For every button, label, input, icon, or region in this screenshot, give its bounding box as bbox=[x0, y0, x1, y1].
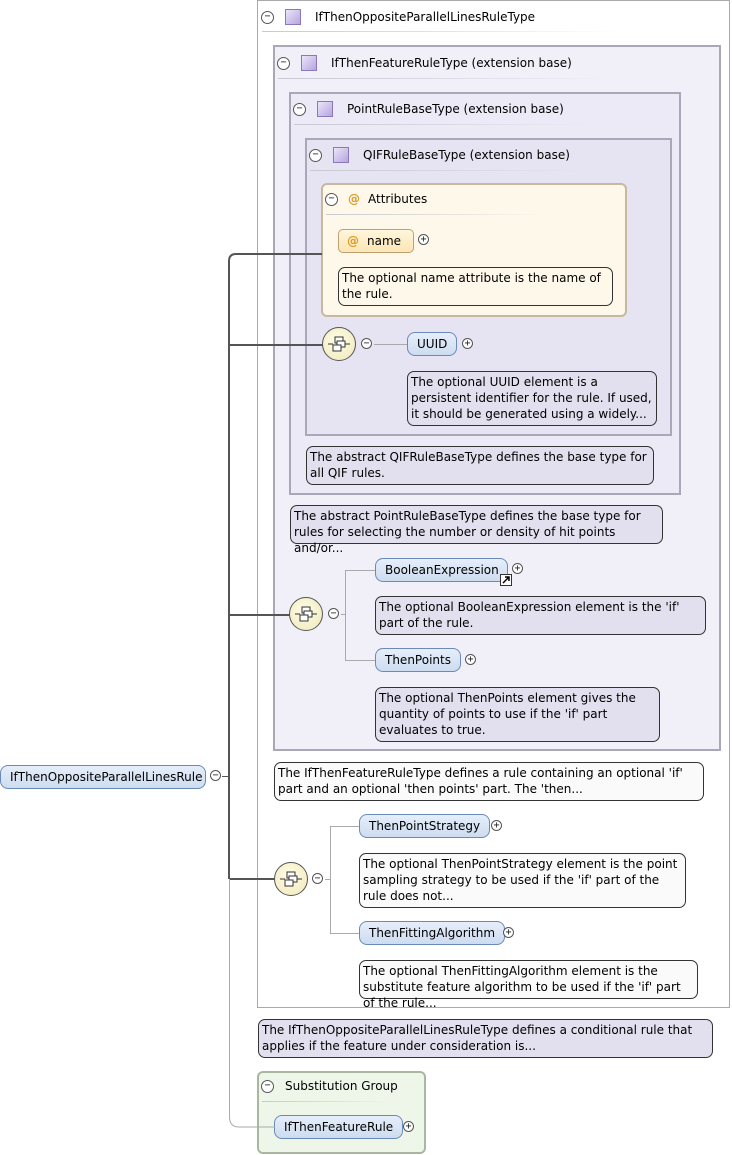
header-divider bbox=[310, 170, 590, 171]
connector bbox=[330, 826, 359, 827]
connector bbox=[345, 570, 346, 660]
at-icon: @ bbox=[348, 192, 360, 206]
header-divider bbox=[262, 31, 622, 32]
element-booleanexpression-label: BooleanExpression bbox=[385, 563, 499, 577]
plus-icon[interactable]: + bbox=[512, 563, 523, 574]
plus-icon[interactable]: + bbox=[465, 654, 476, 665]
element-ifthenoppositeparallellinesrule[interactable]: IfThenOppositeParallelLinesRule bbox=[0, 765, 206, 789]
complex-type-icon bbox=[301, 55, 317, 71]
attribute-name-label: name bbox=[367, 234, 402, 248]
element-thenpointstrategy-label: ThenPointStrategy bbox=[369, 819, 481, 833]
connector bbox=[341, 614, 346, 615]
thenfittingalgorithm-note: The optional ThenFittingAlgorithm elemen… bbox=[359, 960, 698, 1010]
element-ifthenfeaturerule[interactable]: IfThenFeatureRule bbox=[274, 1115, 404, 1139]
connector bbox=[330, 933, 359, 934]
substitution-group-header: − Substitution Group bbox=[261, 1079, 398, 1093]
minus-icon[interactable]: − bbox=[361, 338, 372, 349]
trunk-curve bbox=[228, 253, 237, 268]
substitution-group bbox=[257, 1071, 426, 1154]
plus-icon[interactable]: + bbox=[403, 1121, 414, 1132]
trunk-connector bbox=[222, 776, 229, 777]
substitution-connector bbox=[229, 879, 230, 1119]
branch-connector bbox=[236, 253, 322, 255]
minus-icon[interactable]: − bbox=[277, 56, 290, 70]
complex-type-header: − IfThenOppositeParallelLinesRuleType bbox=[261, 9, 535, 25]
pointrulebasetype-note: The abstract PointRuleBaseType defines t… bbox=[290, 505, 663, 555]
minus-icon[interactable]: − bbox=[328, 608, 339, 619]
connector bbox=[325, 879, 331, 880]
ifthenoppositeparallellinesruletype-note: The IfThenOppositeParallelLinesRuleType … bbox=[258, 1019, 713, 1058]
booleanexpression-note: The optional BooleanExpression element i… bbox=[375, 596, 706, 635]
uuid-note: The optional UUID element is a persisten… bbox=[407, 371, 657, 426]
branch-connector bbox=[229, 614, 290, 616]
plus-icon[interactable]: + bbox=[503, 927, 514, 938]
header-divider bbox=[262, 1101, 392, 1102]
minus-icon[interactable]: − bbox=[261, 1079, 274, 1093]
thenpoints-note: The optional ThenPoints element gives th… bbox=[375, 687, 660, 742]
sequence-icon bbox=[322, 327, 356, 361]
root-element-label: IfThenOppositeParallelLinesRule bbox=[10, 770, 203, 784]
trunk-connector bbox=[228, 266, 230, 879]
header-divider bbox=[278, 78, 618, 79]
connector bbox=[345, 570, 375, 571]
extension-header: − QIFRuleBaseType (extension base) bbox=[309, 147, 570, 163]
branch-connector bbox=[229, 344, 323, 346]
minus-icon[interactable]: − bbox=[293, 102, 306, 116]
name-attribute-note: The optional name attribute is the name … bbox=[338, 267, 613, 306]
element-thenpoints[interactable]: ThenPoints bbox=[375, 648, 461, 672]
extension-header: − PointRuleBaseType (extension base) bbox=[293, 101, 564, 117]
sequence-icon bbox=[274, 862, 308, 896]
substitution-curve bbox=[229, 1117, 275, 1128]
element-booleanexpression[interactable]: BooleanExpression bbox=[375, 558, 508, 582]
complex-type-icon bbox=[317, 101, 333, 117]
header-divider bbox=[294, 124, 594, 125]
element-ifthenfeaturerule-label: IfThenFeatureRule bbox=[284, 1120, 394, 1134]
minus-icon[interactable]: − bbox=[261, 10, 274, 24]
extension-header: − IfThenFeatureRuleType (extension base) bbox=[277, 55, 572, 71]
ifthenfeatureruletype-note: The IfThenFeatureRuleType defines a rule… bbox=[274, 762, 704, 801]
reference-arrow-icon bbox=[500, 574, 512, 586]
minus-icon[interactable]: − bbox=[210, 770, 221, 781]
extension-title: QIFRuleBaseType (extension base) bbox=[363, 148, 570, 162]
plus-icon[interactable]: + bbox=[418, 234, 429, 245]
minus-icon[interactable]: − bbox=[309, 148, 322, 162]
header-divider bbox=[326, 214, 546, 215]
connector bbox=[374, 344, 407, 345]
at-icon: @ bbox=[347, 234, 359, 248]
thenpointstrategy-note: The optional ThenPointStrategy element i… bbox=[359, 853, 686, 908]
element-thenpoints-label: ThenPoints bbox=[385, 653, 451, 667]
minus-icon[interactable]: − bbox=[325, 192, 338, 206]
element-uuid[interactable]: UUID bbox=[407, 332, 458, 356]
extension-title: IfThenFeatureRuleType (extension base) bbox=[331, 56, 572, 70]
element-thenfittingalgorithm-label: ThenFittingAlgorithm bbox=[369, 926, 496, 940]
attributes-title: Attributes bbox=[368, 192, 428, 206]
minus-icon[interactable]: − bbox=[312, 873, 323, 884]
sequence-icon bbox=[289, 597, 323, 631]
attribute-name[interactable]: @ name bbox=[338, 229, 414, 253]
qifrulebasetype-note: The abstract QIFRuleBaseType defines the… bbox=[306, 446, 654, 485]
attributes-header: − @ Attributes bbox=[325, 192, 427, 206]
element-thenpointstrategy[interactable]: ThenPointStrategy bbox=[359, 814, 491, 838]
plus-icon[interactable]: + bbox=[491, 820, 502, 831]
element-uuid-label: UUID bbox=[417, 337, 448, 351]
element-thenfittingalgorithm[interactable]: ThenFittingAlgorithm bbox=[359, 921, 506, 945]
plus-icon[interactable]: + bbox=[462, 338, 473, 349]
connector bbox=[345, 660, 375, 661]
complex-type-title: IfThenOppositeParallelLinesRuleType bbox=[315, 10, 536, 24]
branch-connector bbox=[229, 878, 275, 880]
complex-type-icon bbox=[285, 9, 301, 25]
substitution-group-title: Substitution Group bbox=[285, 1079, 398, 1093]
extension-title: PointRuleBaseType (extension base) bbox=[347, 102, 564, 116]
complex-type-icon bbox=[333, 147, 349, 163]
